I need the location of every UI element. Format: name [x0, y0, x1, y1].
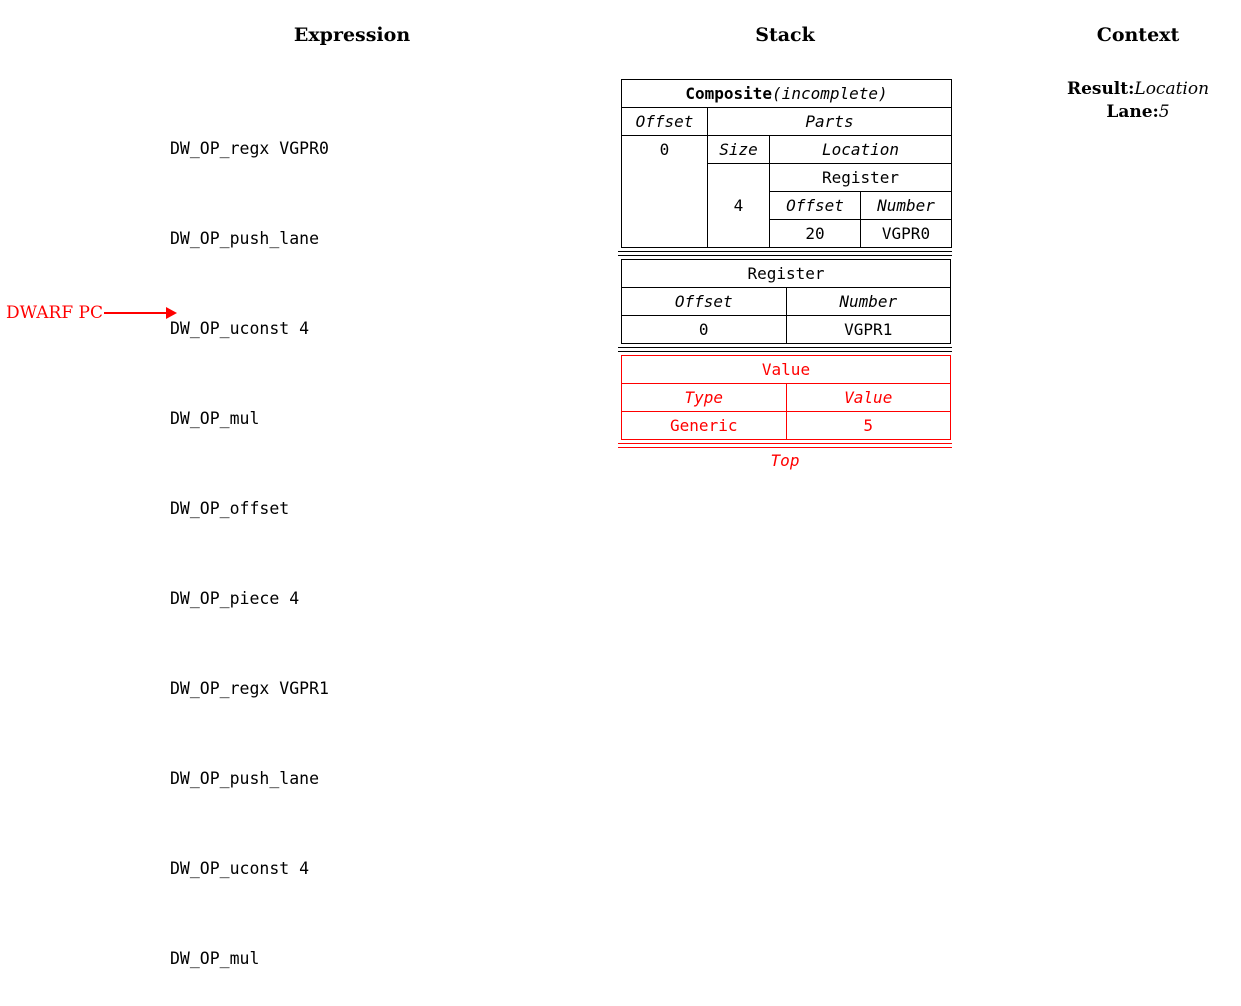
composite-offset-header: Offset — [621, 107, 708, 136]
expression-line: DW_OP_uconst 4 — [170, 319, 310, 338]
stack-entry-composite: Composite(incomplete) Offset Parts 0 Siz… — [621, 79, 952, 248]
nested-register-title: Register — [770, 164, 951, 192]
column-heading-context: Context — [1096, 24, 1180, 46]
register-number-value: VGPR1 — [785, 315, 951, 344]
composite-location-header: Location — [769, 135, 952, 164]
stack-entry-register: Register Offset Number 0 VGPR1 — [621, 259, 951, 344]
stack-area: Composite(incomplete) Offset Parts 0 Siz… — [618, 79, 952, 470]
context-block: Result:Location Lane:5 — [1038, 78, 1238, 124]
value-title: Value — [621, 355, 951, 384]
dwarf-pc-pointer: DWARF PC — [6, 300, 177, 326]
stack-top-label: Top — [770, 451, 800, 470]
context-lane-value: 5 — [1158, 102, 1170, 122]
register-offset-value: 0 — [621, 315, 787, 344]
stack-separator — [618, 251, 952, 256]
expression-line: DW_OP_mul — [170, 409, 260, 428]
nested-register-header-row: Offset Number — [770, 191, 951, 220]
expression-line: DW_OP_uconst 4 — [170, 859, 310, 878]
expression-line: DW_OP_offset — [170, 499, 290, 518]
nested-register-table: Register Offset Number 20 VGPR0 — [770, 164, 951, 247]
expression-line: DW_OP_regx VGPR1 — [170, 679, 329, 698]
arrow-shaft — [103, 312, 166, 314]
composite-header-row: Offset Parts — [621, 107, 952, 136]
stack-separator — [618, 347, 952, 352]
composite-title-suffix: (incomplete) — [772, 83, 888, 103]
nested-register-value-row: 20 VGPR0 — [770, 219, 951, 247]
expression-line: DW_OP_push_lane — [170, 769, 320, 788]
value-value-row: Generic 5 — [621, 411, 951, 440]
register-number-header: Number — [785, 287, 951, 316]
column-heading-expression: Expression — [293, 24, 411, 46]
value-header-row: Type Value — [621, 383, 951, 412]
composite-size-value: 4 — [707, 163, 770, 248]
composite-location-cell: Register Offset Number 20 VGPR0 — [769, 163, 952, 248]
expression-line: DW_OP_push_lane — [170, 229, 320, 248]
nested-register-offset-value: 20 — [770, 219, 861, 247]
value-type-value: Generic — [621, 411, 787, 440]
context-lane-key: Lane: — [1106, 102, 1159, 122]
value-value-value: 5 — [785, 411, 951, 440]
expression-line: DW_OP_regx VGPR0 — [170, 139, 329, 158]
composite-parts-header: Parts — [707, 107, 952, 136]
context-lane-row: Lane:5 — [1038, 101, 1238, 124]
composite-offset-value: 0 — [621, 135, 708, 164]
composite-subheader-row: 0 Size Location — [621, 135, 952, 164]
context-result-row: Result:Location — [1038, 78, 1238, 101]
expression-line: DW_OP_piece 4 — [170, 589, 300, 608]
composite-table: Composite(incomplete) Offset Parts 0 Siz… — [621, 79, 952, 248]
column-heading-stack: Stack — [755, 24, 815, 46]
composite-size-header: Size — [707, 135, 770, 164]
register-title-row: Register — [621, 259, 951, 288]
expression-line: DW_OP_mul — [170, 949, 260, 968]
register-table: Register Offset Number 0 VGPR1 — [621, 259, 951, 344]
register-value-row: 0 VGPR1 — [621, 315, 951, 344]
register-header-row: Offset Number — [621, 287, 951, 316]
nested-register-number-header: Number — [860, 191, 951, 220]
composite-title-row: Composite(incomplete) — [621, 79, 952, 108]
composite-part-row: 4 Register Offset Number — [621, 163, 952, 248]
value-table: Value Type Value Generic 5 — [621, 355, 951, 440]
value-value-header: Value — [785, 383, 951, 412]
composite-title: Composite — [685, 83, 773, 103]
dwarf-pc-label: DWARF PC — [6, 303, 103, 323]
value-title-row: Value — [621, 355, 951, 384]
composite-offset-filler — [621, 163, 708, 248]
register-offset-header: Offset — [621, 287, 787, 316]
composite-title-cell: Composite(incomplete) — [621, 79, 952, 108]
nested-register-title-row: Register — [770, 164, 951, 192]
context-result-value: Location — [1134, 79, 1210, 99]
stack-separator-top — [618, 443, 952, 448]
context-result-key: Result: — [1066, 79, 1135, 99]
arrow-head-icon — [165, 307, 177, 319]
nested-register-offset-header: Offset — [770, 191, 861, 220]
nested-register-number-value: VGPR0 — [860, 219, 951, 247]
register-title: Register — [621, 259, 951, 288]
expression-list: DW_OP_regx VGPR0 DW_OP_push_lane DW_OP_u… — [170, 74, 329, 1006]
stack-entry-value: Value Type Value Generic 5 — [621, 355, 951, 440]
value-type-header: Type — [621, 383, 787, 412]
